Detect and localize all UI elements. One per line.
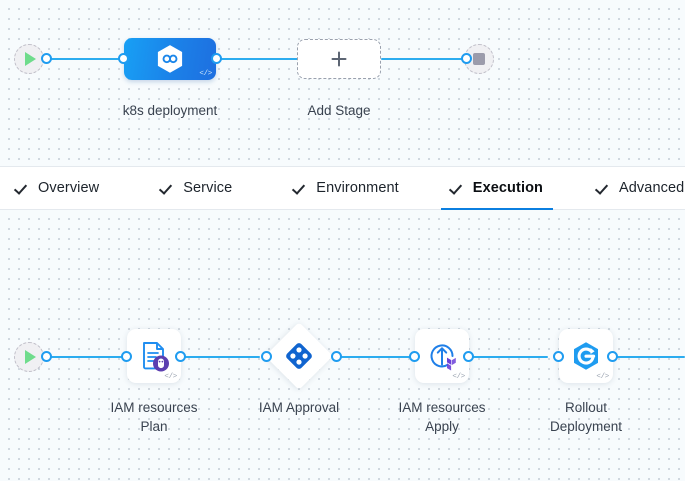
link-rollout-to-next [616, 355, 685, 358]
stop-icon [473, 53, 485, 65]
pipeline-start-node[interactable] [14, 44, 44, 74]
argo-rollouts-icon [569, 339, 603, 373]
add-stage-label: Add Stage [307, 103, 371, 118]
stage-label-k8s-deployment: k8s deployment [122, 103, 218, 118]
link-approval-to-apply [340, 355, 415, 358]
apply-output-port[interactable] [463, 351, 474, 362]
terraform-apply-icon [425, 339, 459, 373]
execution-canvas[interactable]: </> IAM resources Plan IAM [0, 210, 685, 481]
step-node-iam-resources-apply[interactable]: </> [415, 329, 469, 383]
stage-config-tabs: Overview Service Environment Execution A… [0, 166, 685, 211]
tab-environment-label: Environment [316, 180, 399, 196]
approval-input-port[interactable] [261, 351, 272, 362]
play-icon [25, 350, 36, 364]
tab-environment[interactable]: Environment [282, 166, 411, 210]
step-label-iam-resources-plan: IAM resources Plan [110, 400, 198, 434]
start-output-port[interactable] [41, 53, 52, 64]
stage-code-badge[interactable]: </> [199, 70, 212, 78]
step-node-iam-approval[interactable] [265, 322, 333, 390]
plan-output-port[interactable] [175, 351, 186, 362]
apply-input-port[interactable] [409, 351, 420, 362]
tab-service[interactable]: Service [149, 166, 244, 210]
check-icon [161, 182, 174, 195]
step-label-iam-resources-apply: IAM resources Apply [398, 400, 486, 434]
helm-hexagon-icon [157, 45, 184, 74]
link-start-to-plan [50, 355, 134, 358]
link-apply-to-rollout [472, 355, 548, 358]
link-start-to-stage [50, 57, 126, 60]
tab-advanced[interactable]: Advanced [585, 166, 685, 210]
plus-icon-vertical [338, 51, 340, 67]
step-code-badge[interactable]: </> [452, 373, 465, 381]
link-add-to-end [381, 57, 467, 60]
tab-execution[interactable]: Execution [439, 166, 555, 211]
link-plan-to-approval [184, 355, 260, 358]
tab-service-label: Service [183, 180, 233, 196]
approval-diamond-icon [286, 343, 313, 370]
plan-input-port[interactable] [121, 351, 132, 362]
execution-start-node[interactable] [14, 342, 44, 372]
step-label-rollout-deployment: Rollout Deployment [549, 400, 623, 434]
stage-node-k8s-deployment[interactable]: </> [124, 38, 216, 80]
approval-output-port[interactable] [331, 351, 342, 362]
add-stage-button[interactable] [297, 39, 381, 79]
exec-start-output-port[interactable] [41, 351, 52, 362]
step-code-badge[interactable]: </> [596, 373, 609, 381]
step-label-iam-approval: IAM Approval [258, 400, 340, 415]
rollout-output-port[interactable] [607, 351, 618, 362]
step-node-iam-resources-plan[interactable]: </> [127, 329, 181, 383]
stage-canvas[interactable]: </> k8s deployment Add Stage [0, 0, 685, 166]
pipeline-end-node[interactable] [464, 44, 494, 74]
play-icon [25, 52, 36, 66]
check-icon [597, 182, 610, 195]
step-code-badge[interactable]: </> [164, 373, 177, 381]
tab-overview-label: Overview [38, 180, 100, 196]
stage-input-port[interactable] [118, 53, 129, 64]
link-stage-to-add [220, 57, 298, 60]
check-icon [16, 182, 29, 195]
end-input-port[interactable] [461, 53, 472, 64]
tab-advanced-label: Advanced [619, 180, 685, 196]
terraform-plan-icon [137, 339, 171, 373]
tab-overview[interactable]: Overview [4, 166, 111, 210]
check-icon [294, 182, 307, 195]
stage-output-port[interactable] [211, 53, 222, 64]
check-icon [451, 182, 464, 195]
tab-execution-label: Execution [472, 180, 543, 196]
rollout-input-port[interactable] [553, 351, 564, 362]
step-node-rollout-deployment[interactable]: </> [559, 329, 613, 383]
